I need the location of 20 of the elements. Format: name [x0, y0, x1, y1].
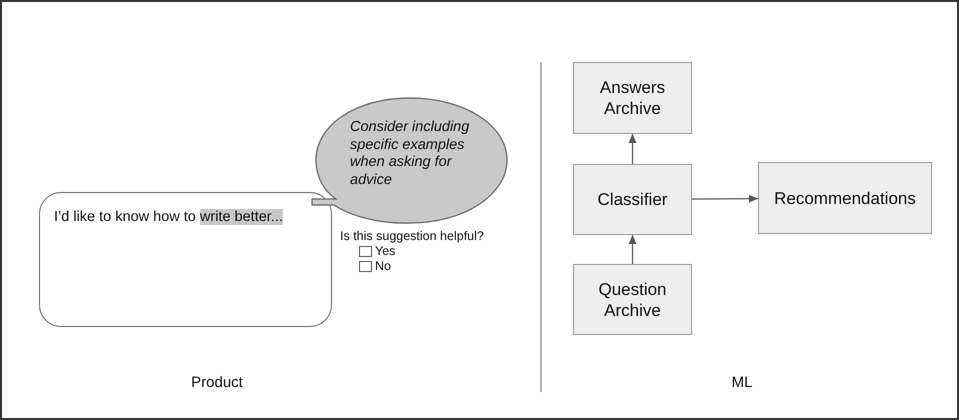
process-box: [573, 164, 692, 235]
section-label: ML: [732, 374, 752, 391]
speech-bubble: [312, 97, 508, 225]
arrow: [692, 194, 758, 203]
option-label: No: [375, 259, 391, 273]
question-text: Is this suggestion helpful?: [340, 229, 484, 243]
box-label: Recommendations: [773, 188, 917, 208]
option-label: Yes: [375, 244, 396, 258]
box-label: Question Archive: [597, 278, 668, 320]
box-label: Classifier: [596, 189, 668, 210]
process-box: [573, 264, 692, 335]
process-box: [758, 162, 932, 234]
section-label: Product: [191, 374, 243, 391]
box-label: Answers Archive: [598, 77, 666, 119]
text-field: [39, 192, 332, 327]
arrow: [628, 134, 636, 164]
suggestion-text: Consider including specific examples when asking for advice: [350, 119, 470, 189]
process-box: [573, 62, 692, 134]
arrow: [628, 235, 636, 264]
input-text: I’d like to know how to write better...: [53, 208, 283, 225]
